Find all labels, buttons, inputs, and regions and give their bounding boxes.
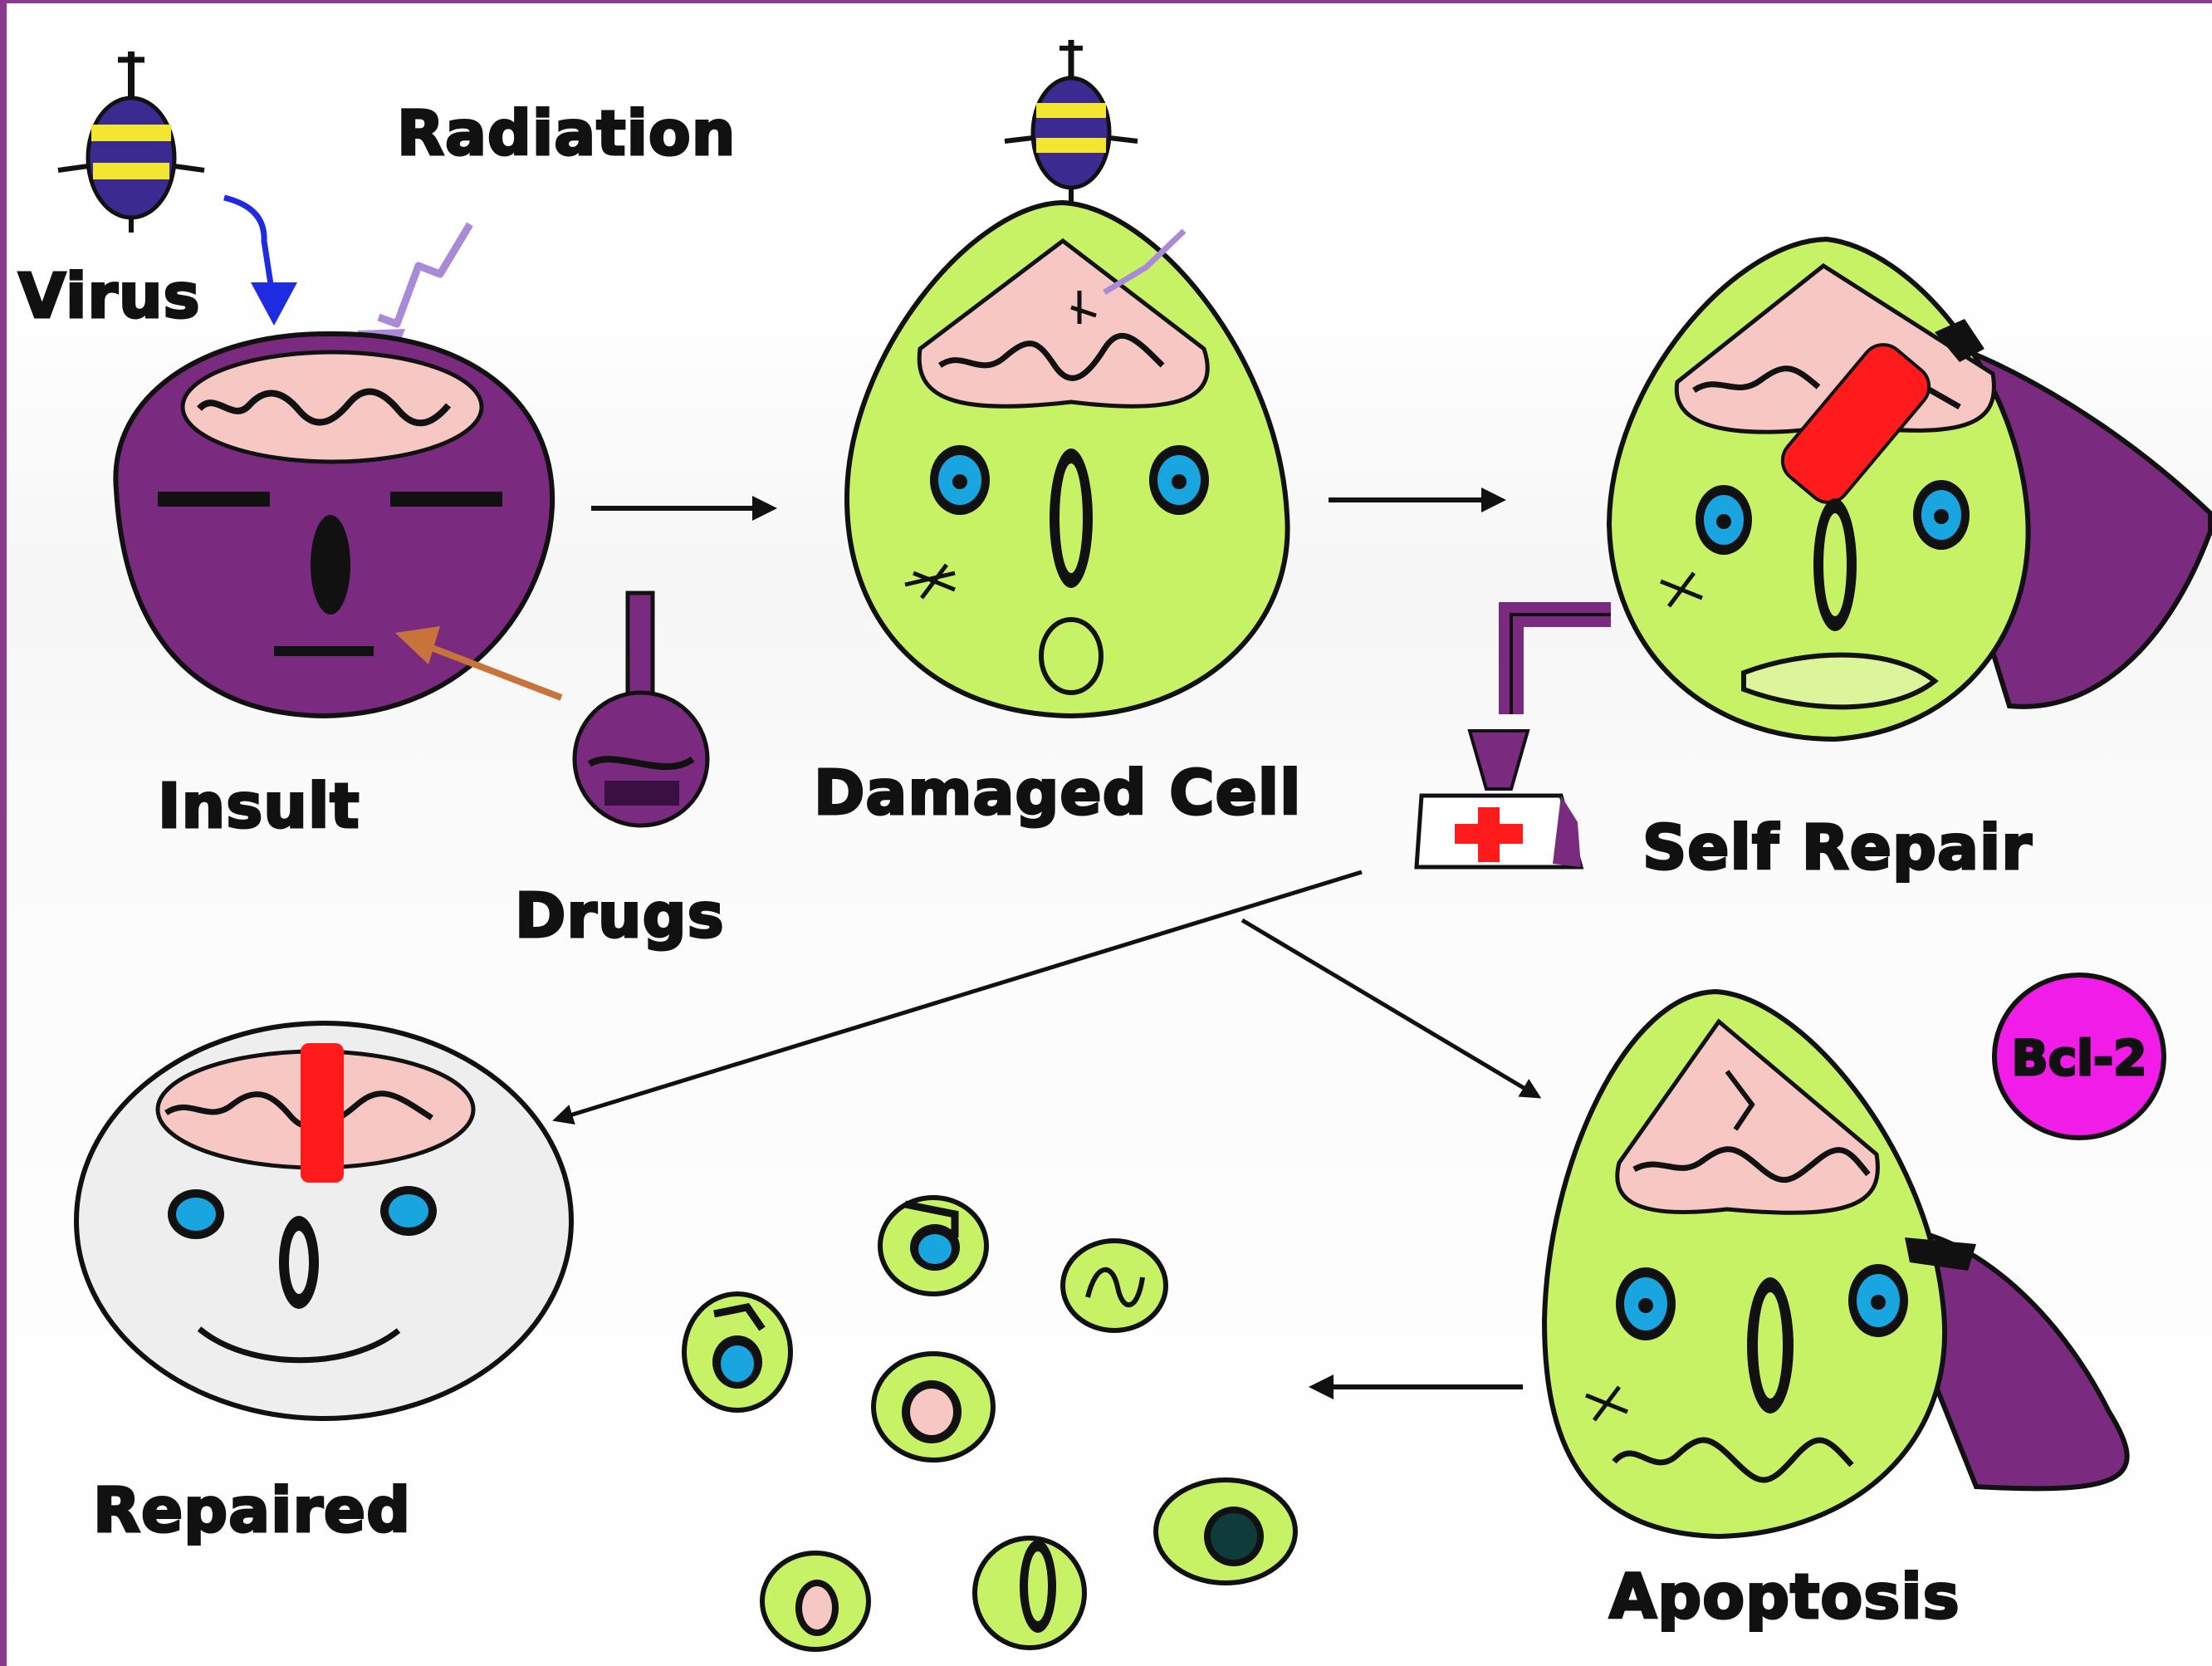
- drugs-label: Drugs: [515, 880, 725, 952]
- virus-label: Virus: [18, 261, 201, 332]
- bcl2-label: Bcl-2: [2012, 1030, 2147, 1086]
- damaged-cell-label: Damaged Cell: [814, 757, 1302, 829]
- self-repair-label: Self Repair: [1642, 812, 2033, 884]
- virus-arrow: [224, 198, 297, 326]
- bcl2-badge: Bcl-2: [1994, 975, 2164, 1138]
- apoptotic-bodies: [684, 1198, 1295, 1649]
- drug-flask-icon: [575, 593, 707, 826]
- damaged-cell: [847, 40, 1288, 716]
- repaired-label: Repaired: [93, 1475, 411, 1546]
- repaired-cell: [76, 1023, 571, 1419]
- insult-cell: [115, 334, 552, 716]
- apoptosis-label: Apoptosis: [1609, 1561, 1960, 1633]
- insult-label: Insult: [158, 771, 360, 842]
- self-repair-cell: [1511, 239, 2210, 739]
- radiation-label: Radiation: [397, 98, 736, 169]
- virus-icon: [58, 51, 204, 233]
- first-aid-kit-icon: [1417, 731, 1581, 867]
